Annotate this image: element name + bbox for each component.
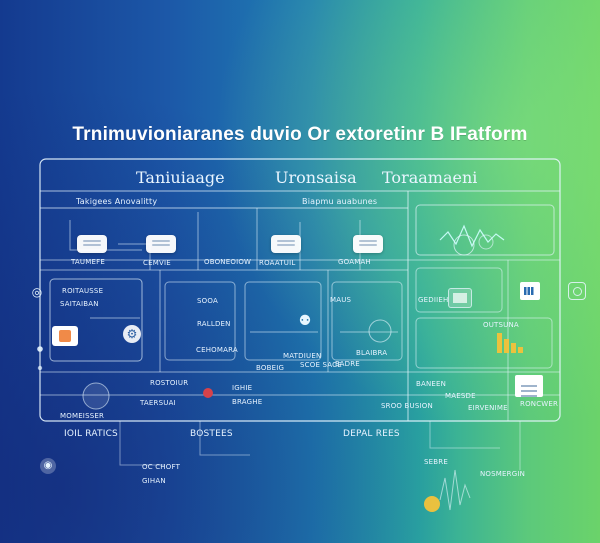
label: MOMEISSER	[60, 412, 105, 420]
bottom-label: BOSTEES	[190, 429, 233, 439]
label: SROO BUSION	[381, 402, 433, 410]
label: TAUMEFE	[71, 258, 105, 266]
platform-frame	[39, 158, 561, 422]
label: SOOA	[197, 297, 218, 305]
subheading-left: Takigees Anovalitty	[76, 197, 158, 206]
label: MAUS	[330, 296, 352, 304]
label: BANEEN	[416, 380, 447, 388]
label: TAERSUAI	[140, 399, 176, 407]
label: EADRE	[335, 360, 360, 368]
workflow-card	[146, 235, 176, 253]
label: MATDIUEN	[283, 352, 322, 360]
label: CEMVIE	[143, 259, 171, 267]
label: ROAATUIL	[259, 259, 296, 267]
label: ROITAUSSE	[62, 287, 104, 295]
label: MAESDE	[445, 392, 476, 400]
workflow-card	[77, 235, 107, 253]
heading-right: Toraamaeni	[382, 168, 478, 187]
label: ROSTOIUR	[150, 379, 189, 387]
page-title: Trnimuvioniaranes duvio Or extoretinr B …	[72, 124, 528, 145]
gear-icon: ⚙	[123, 325, 141, 343]
robot-icon: ⚉	[298, 313, 312, 329]
alert-dot	[203, 388, 213, 398]
label: RONCWER	[520, 400, 559, 408]
label: OUTSUNA	[483, 321, 519, 329]
chart-icon	[448, 288, 472, 308]
label: EIRVENIME	[468, 404, 508, 412]
node-icon: ◎	[31, 285, 43, 299]
label: GEDIIEH	[418, 296, 449, 304]
label: BLAIBRA	[356, 349, 388, 357]
workflow-card	[271, 235, 301, 253]
workflow-card	[353, 235, 383, 253]
label: RALLDEN	[197, 320, 231, 328]
heading-middle: Uronsaisa	[275, 168, 357, 187]
document-icon	[52, 326, 78, 346]
report-icon	[515, 375, 543, 397]
label: SAITAIBAN	[60, 300, 99, 308]
label: GOAMAH	[338, 258, 371, 266]
globe-icon: ◉	[40, 458, 56, 474]
label: IGHIE	[232, 384, 253, 392]
bottom-sublabel: SEBRE	[424, 458, 448, 466]
bottom-sublabel: NOSMERGIN	[480, 470, 526, 478]
label: BRAGHE	[232, 398, 263, 406]
device-icon	[568, 282, 586, 300]
chart-icon	[520, 282, 540, 300]
subheading-middle: Biapmu auabunes	[302, 197, 378, 206]
heading-left: Taniuiaage	[136, 168, 225, 187]
label: BOBEIG	[256, 364, 285, 372]
bottom-label: IOIL RATICS	[64, 429, 118, 439]
label: OBONEOIOW	[204, 258, 252, 266]
label: CEHOMARA	[196, 346, 238, 354]
bottom-sublabel: OC CHOFT	[142, 463, 181, 471]
bottom-label: DEPAL REES	[343, 429, 400, 439]
bottom-sublabel: GIHAN	[142, 477, 166, 485]
label: SCOE SACE	[300, 361, 342, 369]
